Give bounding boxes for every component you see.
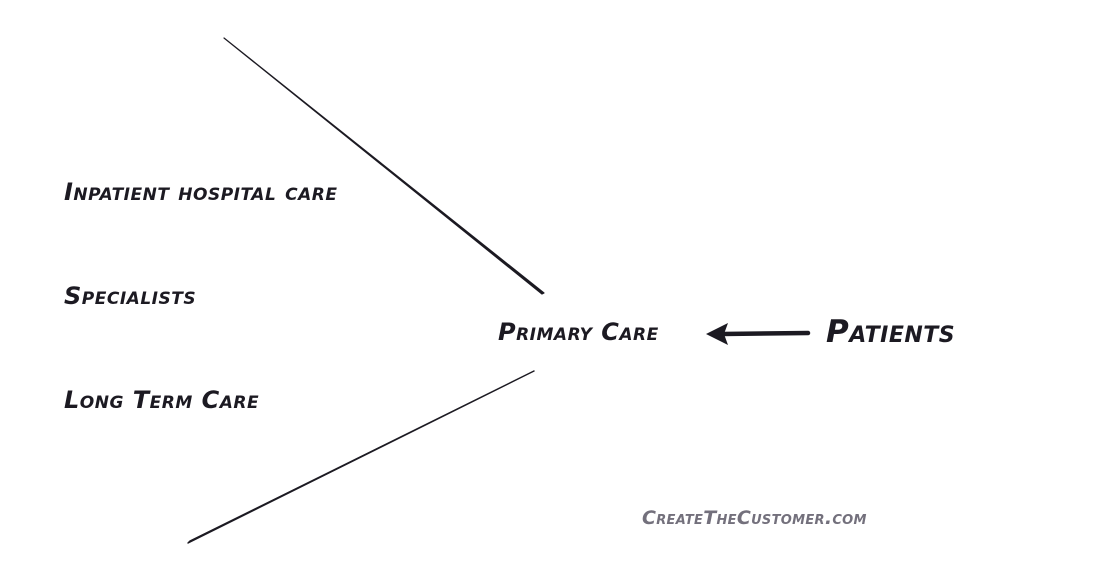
primary-care-label: Primary Care: [498, 318, 659, 346]
arrowhead-icon: [706, 323, 728, 345]
upper-funnel-line: [223, 37, 545, 295]
inpatient-hospital-care-label: Inpatient hospital care: [64, 178, 338, 206]
specialists-label: Specialists: [64, 282, 197, 310]
patients-to-primary-arrow: [719, 330, 811, 337]
patients-label: Patients: [826, 314, 956, 350]
watermark-text: CreateTheCustomer.com: [642, 507, 867, 529]
long-term-care-label: Long Term Care: [64, 386, 260, 414]
lower-funnel-line: [187, 370, 535, 544]
